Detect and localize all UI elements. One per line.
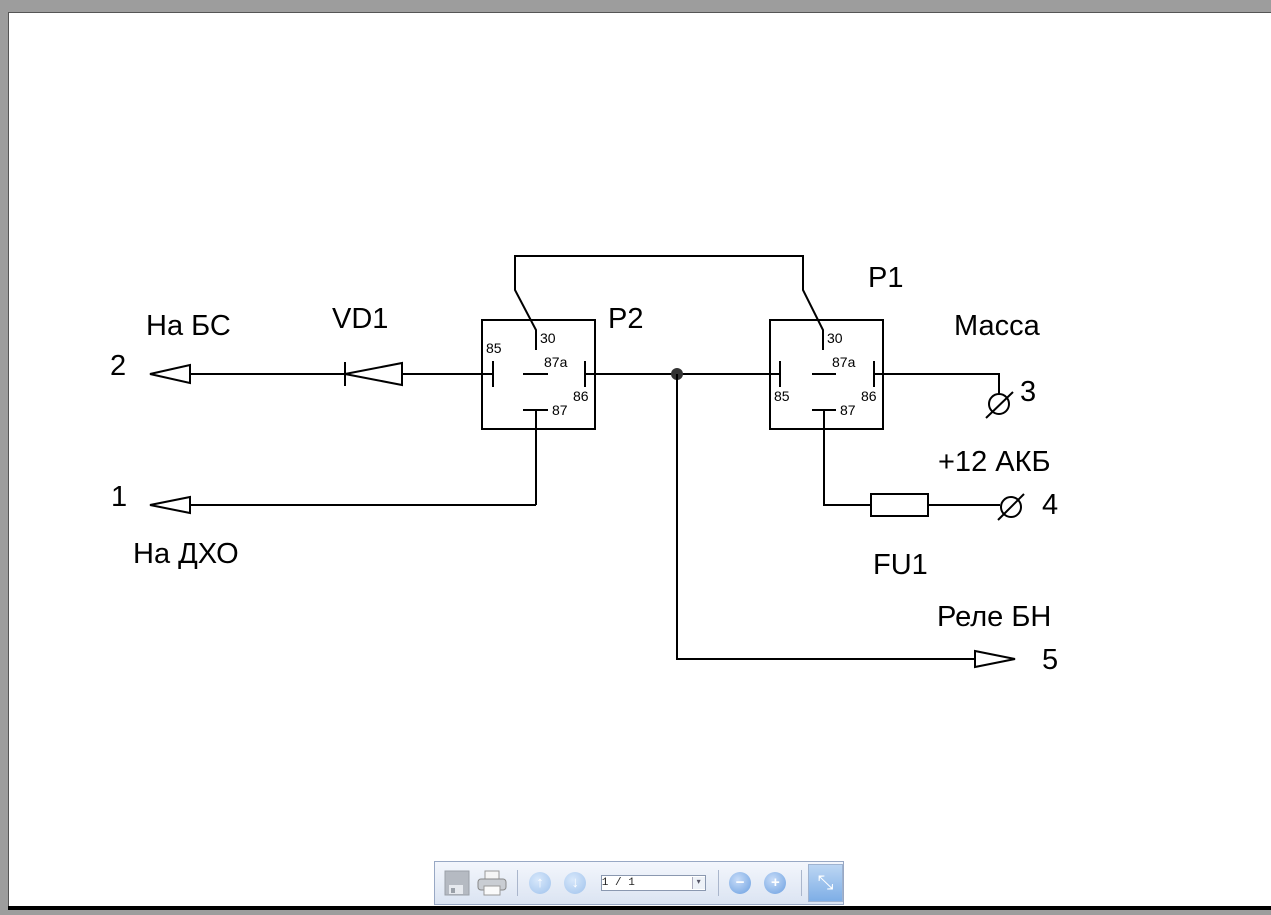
arrow-terminal-5 xyxy=(974,649,1016,669)
fit-page-button[interactable]: ⤡ xyxy=(807,864,843,902)
wire-bridge-30 xyxy=(514,255,824,350)
page-shadow xyxy=(8,906,1271,910)
toolbar-separator xyxy=(801,870,802,896)
page-number-select[interactable]: 1 / 1 ▾ xyxy=(600,875,706,891)
save-button[interactable] xyxy=(441,866,472,900)
terminal-3-number: 3 xyxy=(1020,376,1036,408)
pin-label: 87 xyxy=(552,402,568,418)
arrow-up-icon: ↑ xyxy=(528,872,551,894)
terminal-3 xyxy=(985,391,1014,419)
terminal-2-label: На БС xyxy=(146,310,231,342)
wire-to-bn-relay xyxy=(676,374,1015,660)
diode-vd1: VD1 xyxy=(332,303,403,387)
terminal-1-label: На ДХО xyxy=(133,538,239,570)
floppy-disk-icon xyxy=(444,870,470,896)
wire-to-ground xyxy=(874,373,1000,404)
arrow-terminal-2 xyxy=(149,363,191,385)
pin-label: 87 xyxy=(840,402,856,418)
arrow-down-icon: ↓ xyxy=(564,872,587,894)
terminal-4 xyxy=(997,493,1025,521)
wire-to-battery xyxy=(823,410,1000,506)
relay-p1-label: P1 xyxy=(868,262,903,294)
previous-page-button[interactable]: ↑ xyxy=(524,866,555,900)
relay-p1: 30 87a 85 86 87 P1 xyxy=(769,262,903,430)
terminal-3-label: Масса xyxy=(954,310,1041,342)
fuse-label: FU1 xyxy=(873,549,928,581)
zoom-in-button[interactable]: + xyxy=(760,866,791,900)
pin-label: 85 xyxy=(774,388,790,404)
pin-label: 86 xyxy=(861,388,877,404)
toolbar-separator xyxy=(717,870,719,896)
viewer-toolbar: ↑ ↓ 1 / 1 ▾ − + ⤡ xyxy=(434,861,844,905)
relay-p2-label: P2 xyxy=(608,303,643,335)
toolbar-separator xyxy=(517,870,519,896)
terminal-4-number: 4 xyxy=(1042,489,1058,521)
document-page xyxy=(8,12,1271,907)
pin-label: 30 xyxy=(827,330,843,346)
page-number-value: 1 / 1 xyxy=(601,877,635,889)
fuse-fu1 xyxy=(870,493,929,517)
terminal-1-number: 1 xyxy=(111,481,127,513)
pin-label: 87a xyxy=(832,354,856,370)
arrow-terminal-1 xyxy=(149,495,191,515)
collapse-arrows-icon: ⤡ xyxy=(817,871,834,894)
pin-label: 87a xyxy=(544,354,568,370)
zoom-in-icon: + xyxy=(764,872,787,894)
next-page-button[interactable]: ↓ xyxy=(560,866,591,900)
terminal-3-slash xyxy=(985,391,1014,419)
printer-icon xyxy=(477,870,507,896)
print-button[interactable] xyxy=(476,866,507,900)
chevron-down-icon[interactable]: ▾ xyxy=(691,877,705,889)
terminal-5-label: Реле БН xyxy=(937,601,1051,633)
terminal-4-label: +12 АКБ xyxy=(938,446,1051,478)
terminal-2-number: 2 xyxy=(110,350,126,382)
terminal-5-number: 5 xyxy=(1042,644,1058,676)
pin-label: 85 xyxy=(486,340,502,356)
zoom-out-button[interactable]: − xyxy=(725,866,756,900)
diode-triangle xyxy=(344,361,403,387)
zoom-out-icon: − xyxy=(729,872,752,894)
terminal-4-slash xyxy=(997,493,1025,521)
relay-p2: 30 87a 85 86 87 P2 xyxy=(481,303,643,505)
pin-label: 86 xyxy=(573,388,589,404)
pin-label: 30 xyxy=(540,330,556,346)
diode-label: VD1 xyxy=(332,303,388,335)
